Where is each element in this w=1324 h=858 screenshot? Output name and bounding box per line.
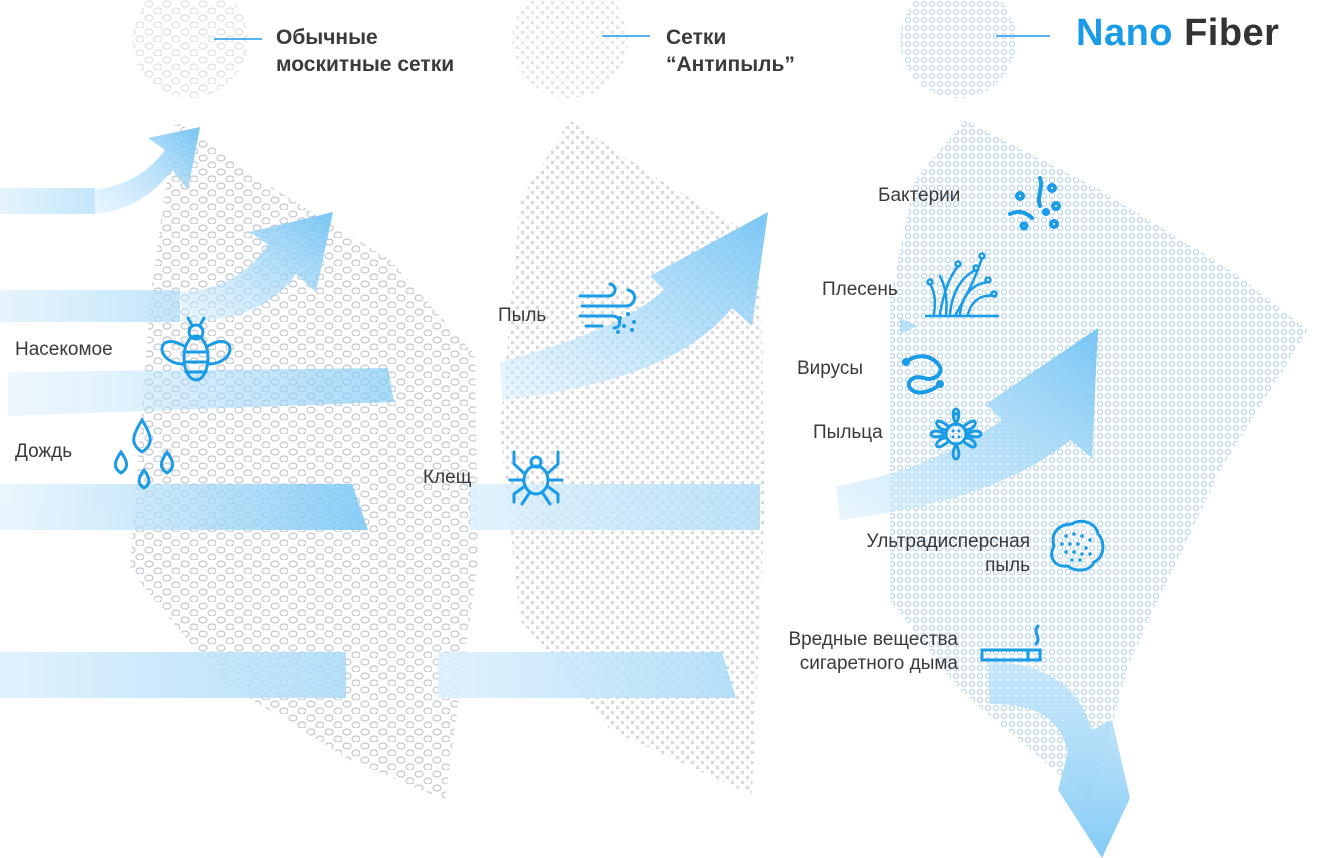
label-ultrafine-dust: Ультрадисперсная пыль (866, 531, 1030, 576)
legend-label-antidust-nets: Сетки “Антипыль” (666, 26, 795, 76)
label-cigarette-smoke: Вредные вещества сигаретного дыма (788, 629, 958, 674)
mite-icon (508, 450, 564, 506)
brand-part-nano: Nano (1076, 12, 1173, 54)
label-bacteria: Бактерии (878, 185, 961, 206)
label-insect: Насекомое (15, 339, 113, 360)
wind-dust-icon (578, 282, 636, 334)
mold-icon (924, 252, 1000, 318)
rain-drops-icon (113, 417, 175, 490)
virus-icon (902, 354, 944, 395)
label-mite: Клещ (423, 467, 472, 488)
nanofiber-mesh-panel (890, 120, 1308, 800)
flow-arrows (0, 127, 1130, 858)
cigarette-icon (980, 624, 1042, 662)
label-viruses: Вирусы (797, 358, 864, 379)
ultrafine-dust-icon (1050, 519, 1105, 572)
label-mold: Плесень (822, 279, 898, 300)
label-pollen: Пыльца (813, 422, 883, 443)
bee-icon (160, 316, 232, 382)
label-rain: Дождь (15, 441, 73, 462)
bacteria-icon (1008, 176, 1061, 231)
legend-swatch-regular (132, 0, 262, 98)
brand-logo-nano-fiber: Nano Fiber (1076, 12, 1279, 55)
legend-label-regular-mosquito-nets: Обычные москитные сетки (276, 26, 455, 76)
label-dust: Пыль (498, 305, 547, 326)
brand-part-fiber: Fiber (1184, 12, 1280, 54)
pollen-flower-icon (929, 407, 983, 461)
legend-swatch-antidust (512, 0, 650, 98)
legend-swatch-nanofiber (900, 0, 1050, 98)
